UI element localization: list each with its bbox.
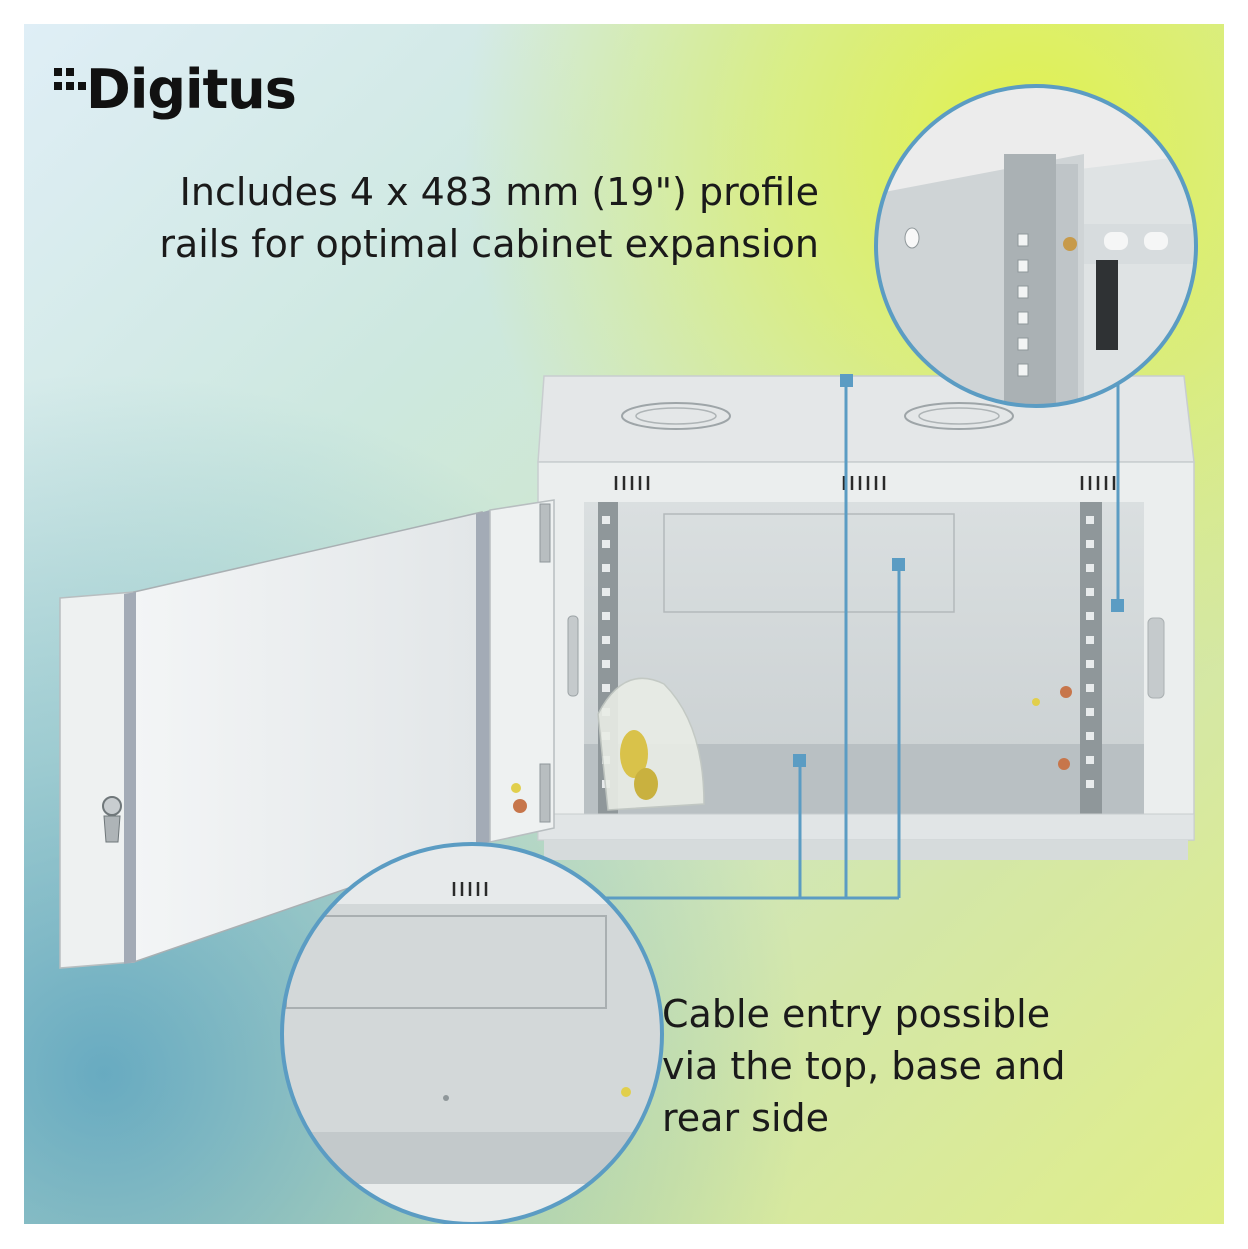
logo-mark-icon	[52, 60, 86, 120]
callout-markers	[793, 374, 1124, 767]
brand-logo: Digitus	[52, 50, 297, 130]
cable-entry-callout-line-1: Cable entry possible	[662, 992, 1051, 1036]
zoom-cable-entry	[280, 842, 664, 1224]
callout-connectors	[584, 380, 1120, 900]
cable-entry-callout-line-3: rear side	[662, 1096, 830, 1140]
cabinet-body	[537, 375, 1195, 860]
product-image: Digitus Includes 4 x 483 mm (19") profil…	[24, 24, 1224, 1224]
cable-entry-callout: Cable entry possible via the top, base a…	[662, 988, 1182, 1144]
cable-entry-callout-line-2: via the top, base and	[662, 1044, 1066, 1088]
rails-callout-line-2: rails for optimal cabinet expansion	[159, 222, 819, 266]
cabinet-illustration	[59, 84, 1198, 1224]
zoom-profile-rail	[874, 84, 1198, 408]
logo-text: Digitus	[86, 58, 297, 121]
rails-callout-line-1: Includes 4 x 483 mm (19") profile	[179, 170, 819, 214]
rails-callout: Includes 4 x 483 mm (19") profile rails …	[59, 166, 819, 270]
glass-door	[59, 499, 579, 969]
